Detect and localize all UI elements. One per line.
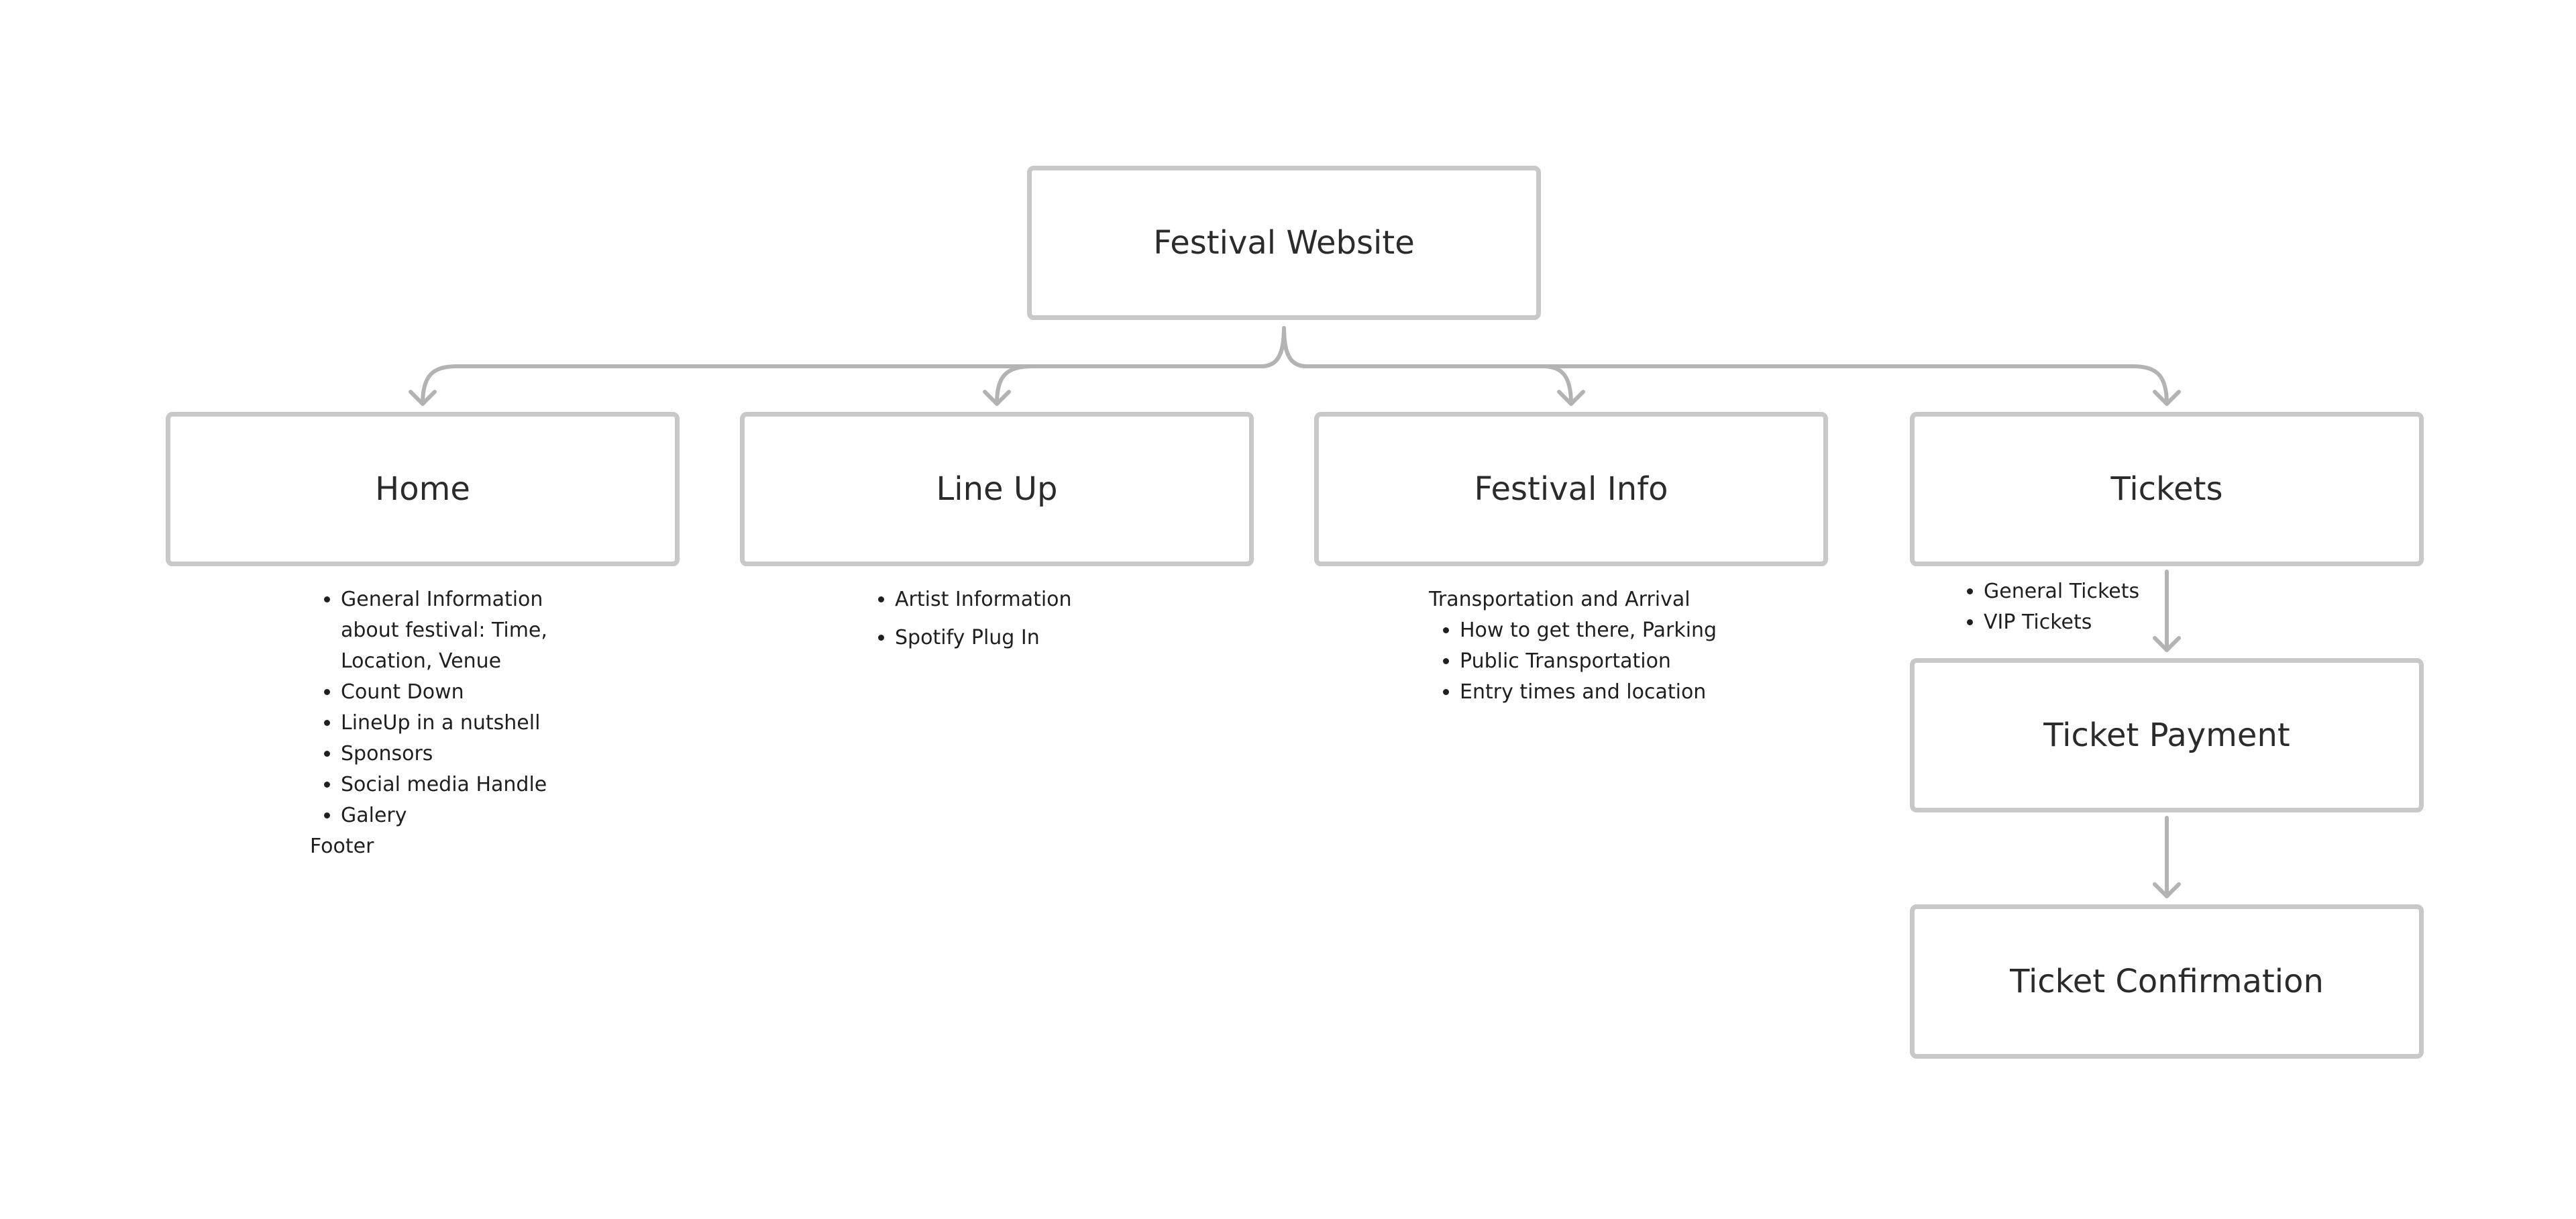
list-item: Galery: [341, 800, 592, 831]
node-label: Home: [375, 470, 470, 508]
home-notes-list: General Information about festival: Time…: [310, 584, 592, 831]
node-label: Ticket Confirmation: [2010, 963, 2324, 1000]
list-item: Entry times and location: [1460, 677, 1858, 708]
arrowhead-tickets: [2153, 390, 2181, 406]
home-footer-note: Footer: [310, 835, 374, 858]
connector-root-to-line-up: [995, 326, 1286, 406]
node-label: Line Up: [936, 470, 1058, 508]
list-item: Sponsors: [341, 739, 592, 770]
arrowhead-line-up: [983, 390, 1011, 406]
node-festival-info: Festival Info: [1314, 412, 1828, 566]
tickets-notes-list: General Tickets VIP Tickets: [1953, 576, 2181, 638]
node-home: Home: [166, 412, 680, 566]
home-notes: General Information about festival: Time…: [310, 584, 592, 862]
arrowhead-ticket-payment: [2153, 636, 2181, 652]
node-ticket-confirmation: Ticket Confirmation: [1910, 904, 2424, 1059]
node-label: Festival Info: [1474, 470, 1668, 508]
list-item: Public Transportation: [1460, 646, 1858, 677]
arrowhead-home: [409, 390, 437, 406]
node-festival-website: Festival Website: [1027, 166, 1541, 320]
node-ticket-payment: Ticket Payment: [1910, 658, 2424, 812]
list-item: General Information about festival: Time…: [341, 584, 592, 677]
festival-info-notes-heading: Transportation and Arrival: [1429, 588, 1690, 611]
arrowhead-ticket-confirmation: [2153, 882, 2181, 898]
tickets-notes: General Tickets VIP Tickets: [1953, 576, 2181, 638]
list-item: Count Down: [341, 677, 592, 708]
festival-info-notes-list: How to get there, Parking Public Transpo…: [1429, 615, 1858, 708]
list-item: Spotify Plug In: [895, 623, 1199, 653]
connector-root-to-tickets: [1282, 326, 2169, 406]
list-item: General Tickets: [1984, 576, 2181, 607]
line-up-notes-list: Artist Information Spotify Plug In: [864, 584, 1199, 653]
node-line-up: Line Up: [740, 412, 1254, 566]
list-item: How to get there, Parking: [1460, 615, 1858, 646]
node-label: Festival Website: [1153, 224, 1415, 262]
list-item: VIP Tickets: [1984, 607, 2181, 638]
festival-info-notes: Transportation and Arrival How to get th…: [1429, 584, 1858, 708]
list-item: Artist Information: [895, 584, 1199, 615]
list-item: LineUp in a nutshell: [341, 708, 592, 739]
line-up-notes: Artist Information Spotify Plug In: [864, 584, 1199, 661]
node-label: Tickets: [2110, 470, 2223, 508]
list-item: Social media Handle: [341, 770, 592, 800]
node-label: Ticket Payment: [2043, 717, 2290, 754]
arrowhead-festival-info: [1557, 390, 1585, 406]
node-tickets: Tickets: [1910, 412, 2424, 566]
